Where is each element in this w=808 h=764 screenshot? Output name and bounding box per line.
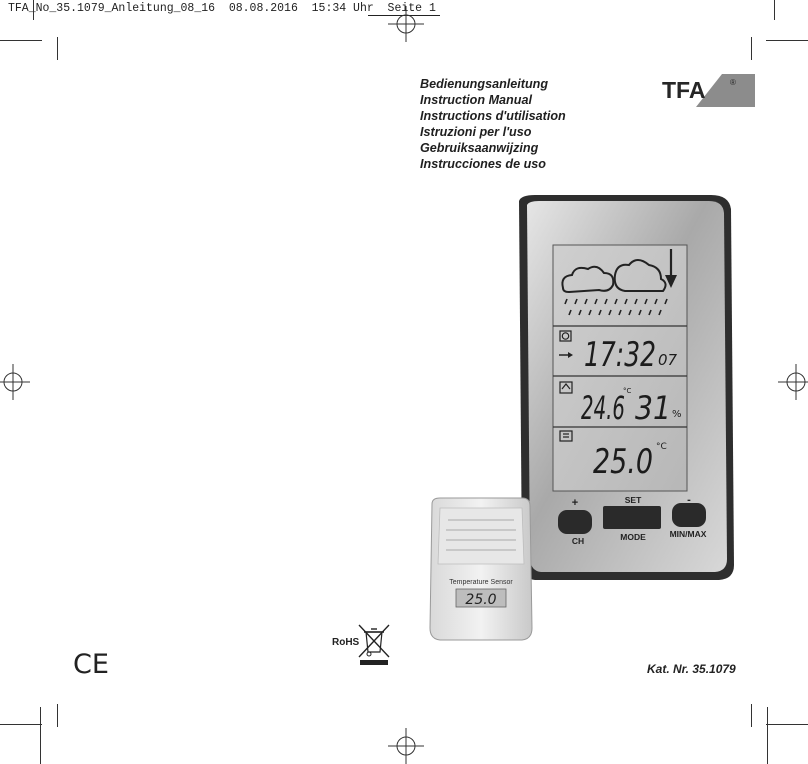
registration-mark-left bbox=[0, 364, 30, 400]
manual-titles: Bedienungsanleitung Instruction Manual I… bbox=[420, 76, 566, 172]
set-label: SET bbox=[625, 495, 642, 505]
title-german: Bedienungsanleitung bbox=[420, 77, 549, 91]
time-readout: 17:32 bbox=[584, 335, 656, 375]
sensor-label: Temperature Sensor bbox=[449, 579, 513, 586]
sensor-lcd bbox=[455, 588, 507, 608]
rohs-label: RoHS bbox=[332, 637, 360, 648]
title-spanish: Instrucciones de uso bbox=[420, 157, 546, 171]
minmax-button bbox=[672, 503, 706, 527]
mode-button bbox=[603, 506, 661, 529]
title-italian: Istruzioni per l'uso bbox=[420, 125, 532, 139]
registered-mark: ® bbox=[730, 78, 736, 87]
signal-arrow-icon bbox=[559, 352, 573, 358]
outdoor-temperature-unit: °C bbox=[656, 442, 667, 452]
outdoor-temperature-readout: 25.0 bbox=[593, 442, 653, 482]
cloud-rain-icon bbox=[561, 259, 667, 294]
temperature-sensor-image: Temperature Sensor 25.0 bbox=[429, 497, 533, 641]
indoor-temperature-readout: 24.6 bbox=[581, 389, 625, 427]
weee-crossed-bin-icon bbox=[358, 624, 390, 665]
mode-label: MODE bbox=[620, 532, 646, 542]
seconds-readout: 07 bbox=[658, 351, 678, 369]
alarm-clock-icon bbox=[559, 330, 572, 342]
humidity-readout: 31 bbox=[635, 389, 671, 427]
sensor-display-value: 25.0 bbox=[465, 592, 496, 608]
rain-drops bbox=[564, 298, 668, 316]
article-number: Kat. Nr. 35.1079 bbox=[647, 662, 736, 676]
ch-button bbox=[558, 510, 592, 534]
registration-mark-right bbox=[778, 364, 808, 400]
outdoor-sensor-icon bbox=[559, 430, 573, 442]
title-french: Instructions d'utilisation bbox=[420, 109, 566, 123]
registration-mark-top bbox=[388, 6, 424, 42]
ce-mark-text: CE bbox=[73, 650, 109, 676]
ch-label: CH bbox=[572, 536, 584, 546]
weather-station-image: 17:32 07 24.6 °C 31 % 25.0 °C + SET - CH… bbox=[519, 195, 734, 580]
pressure-trend-arrow-icon bbox=[665, 249, 677, 288]
title-english: Instruction Manual bbox=[420, 93, 532, 107]
humidity-unit: % bbox=[672, 409, 682, 420]
sensor-vent-slots bbox=[446, 519, 516, 551]
print-slug: TFA_No_35.1079_Anleitung_08_16 08.08.201… bbox=[8, 2, 436, 15]
logo-text: TFA bbox=[662, 77, 705, 103]
minmax-label: MIN/MAX bbox=[670, 529, 707, 539]
minus-label: - bbox=[687, 494, 691, 506]
registration-mark-bottom bbox=[388, 728, 424, 764]
ce-mark-icon: CE bbox=[73, 650, 109, 676]
indoor-temperature-unit: °C bbox=[623, 387, 632, 395]
tfa-logo: TFA ® bbox=[662, 74, 755, 107]
plus-label: + bbox=[572, 497, 578, 509]
house-icon bbox=[559, 381, 573, 394]
title-dutch: Gebruiksaanwijzing bbox=[420, 141, 539, 155]
